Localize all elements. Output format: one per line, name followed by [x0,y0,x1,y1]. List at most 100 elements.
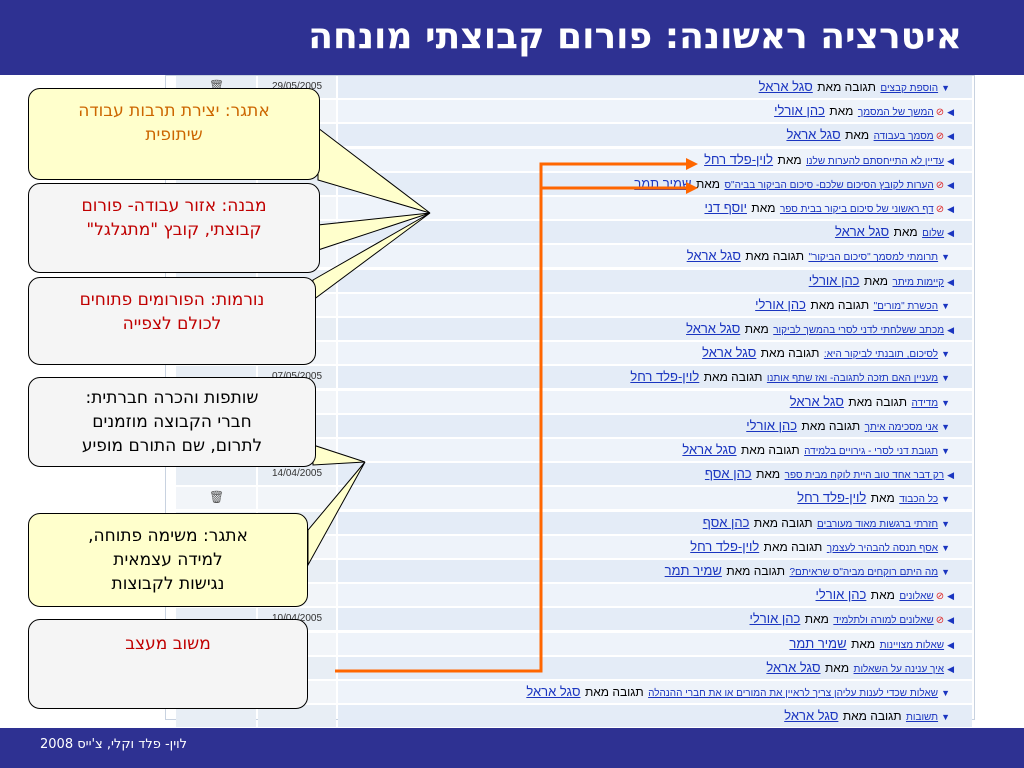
post-author-link[interactable]: סגל אראל [702,345,757,361]
post-author-link[interactable]: סגל אראל [766,659,821,675]
thread-arrow-icon[interactable]: ◀ [947,155,954,166]
post-author-link[interactable]: כהן אסף [702,514,750,530]
thread-arrow-icon[interactable]: ◀ [947,179,954,190]
post-subject-link[interactable]: אני מסכימה איתך [864,421,939,433]
post-author-link[interactable]: סגל אראל [526,684,581,699]
row-subject-cell: ▼הוספת קבצים תגובה מאת סגל אראל [338,76,972,99]
post-subject-link[interactable]: שלום [922,228,945,240]
forum-row[interactable]: 14/04/2005◀רק דבר אחד טוב היית לוקח מבית… [176,463,972,487]
post-subject-link[interactable]: מדידה [911,397,939,409]
post-author-link[interactable]: סגל אראל [784,708,839,724]
reply-arrow-icon[interactable]: ▼ [941,494,950,505]
thread-arrow-icon[interactable]: ◀ [947,663,954,674]
callout-line: לתרום, שם התורם מופיע [81,436,263,456]
post-author-link[interactable]: סגל אראל [686,248,741,264]
post-author-link[interactable]: כהן אורלי [746,417,798,433]
post-author-link[interactable]: לוין-פלד רחל [630,369,700,385]
thread-arrow-icon[interactable]: ◀ [947,228,954,239]
post-author-link[interactable]: סגל אראל [789,393,844,409]
reply-arrow-icon[interactable]: ▼ [941,421,950,432]
post-author-link[interactable]: שמיר תמר [664,563,722,578]
post-subject-link[interactable]: הוספת קבצים [880,83,939,94]
post-subject-link[interactable]: כל הכבוד [899,494,939,506]
post-author-link[interactable]: לוין-פלד רחל [690,538,760,554]
forum-row[interactable]: 10/04/2005◀⊘שאלונים למורה ולתלמיד מאת כה… [176,608,972,632]
thread-arrow-icon[interactable]: ◀ [947,470,954,481]
post-subject-link[interactable]: שאלונים למורה ולתלמיד [833,615,934,627]
row-subject-line: ◀⊘דף ראשוני של סיכום ביקור בבית ספר מאת … [704,199,954,217]
post-subject-link[interactable]: שאלות שכדי לענות עליהן צריך לראיין את המ… [648,688,939,699]
reply-arrow-icon[interactable]: ▼ [941,83,950,93]
reply-arrow-icon[interactable]: ▼ [941,542,950,553]
post-subject-link[interactable]: מעניין האם תזכה לתגובה- ואז שתף אותנו [766,373,939,385]
post-author-link[interactable]: שמיר תמר [789,635,847,651]
thread-arrow-icon[interactable]: ◀ [947,131,954,142]
post-subject-link[interactable]: עדיין לא התייחסתם להערות שלנו [806,155,945,167]
pointer-5 [307,461,366,567]
post-subject-link[interactable]: אסף תנסה להבהיר לעצמך [826,542,939,554]
thread-arrow-icon[interactable]: ◀ [947,615,954,626]
thread-arrow-icon[interactable]: ◀ [947,591,954,602]
post-subject-link[interactable]: דף ראשוני של סיכום ביקור בבית ספר [779,204,934,215]
post-author-link[interactable]: כהן אורלי [749,611,801,627]
post-author-link[interactable]: סגל אראל [834,224,890,240]
post-author-link[interactable]: כהן אורלי [774,103,825,119]
row-subject-line: ◀שלום מאת סגל אראל [835,223,954,241]
reply-arrow-icon[interactable]: ▼ [941,373,950,384]
post-subject-link[interactable]: מסמך בעבודה [873,131,934,143]
post-subject-link[interactable]: לסיכום, תובנתי לביקור היא: [823,349,939,361]
post-subject-link[interactable]: קיימות מיתר [892,276,945,288]
attachment-icon: ⊘ [935,615,945,627]
reply-arrow-icon[interactable]: ▼ [941,518,950,529]
thread-arrow-icon[interactable]: ◀ [947,276,954,287]
post-author-link[interactable]: לוין-פלד רחל [704,151,774,167]
post-subject-link[interactable]: חזרתי ברגשות מאוד מעורבים [817,518,939,530]
post-subject-link[interactable]: הכשרת "מורים" [873,300,939,312]
post-author-link[interactable]: יוסף דני [704,200,747,215]
post-subject-link[interactable]: תשובות [905,712,939,724]
post-author-link[interactable]: סגל אראל [758,79,813,94]
row-subject-line: ▼תרומתי למסמך "סיכום הביקור" תגובה מאת ס… [687,247,950,265]
post-subject-link[interactable]: שאלונים [899,591,934,603]
post-author-link[interactable]: כהן אסף [704,466,752,482]
post-author-link[interactable]: כהן אורלי [755,296,806,312]
reply-arrow-icon[interactable]: ▼ [941,252,950,263]
post-subject-link[interactable]: רק דבר אחד טוב היית לוקח מבית ספר [784,470,945,482]
post-author-link[interactable]: כהן אורלי [808,272,860,288]
post-author-link[interactable]: כהן אורלי [815,587,867,603]
post-subject-link[interactable]: הערות לקובץ הסיכום שלכם- סיכום הביקור בב… [724,179,934,191]
post-author-link[interactable]: סגל אראל [786,127,841,143]
thread-arrow-icon[interactable]: ◀ [947,204,954,214]
callout-line: מבנה: אזור עבודה- פורום [81,196,267,216]
thread-arrow-icon[interactable]: ◀ [947,325,954,335]
reply-arrow-icon[interactable]: ▼ [941,300,950,311]
post-subject-link[interactable]: איך ענינה על השאלות [853,663,945,675]
thread-arrow-icon[interactable]: ◀ [947,107,954,118]
thread-arrow-icon[interactable]: ◀ [947,639,954,650]
forum-row[interactable]: 🗑▼כל הכבוד מאת לוין-פלד רחל [176,487,972,511]
post-subject-link[interactable]: המשך של המסמך [857,107,934,119]
row-subject-line: ▼שאלות שכדי לענות עליהן צריך לראיין את ה… [526,683,950,701]
trash-icon[interactable]: 🗑 [209,490,225,505]
reply-arrow-icon[interactable]: ▼ [941,397,950,408]
row-subject-cell: ▼אסף תנסה להבהיר לעצמך תגובה מאת לוין-פל… [338,535,972,559]
reply-arrow-icon[interactable]: ▼ [941,688,950,698]
post-author-link[interactable]: לוין-פלד רחל [797,490,867,506]
reply-arrow-icon[interactable]: ▼ [941,349,950,360]
post-subject-link[interactable]: מה היתם רוקחים מביה"ס שראיתם? [789,567,939,578]
post-subject-link[interactable]: תגובת דני לסרי - גירויים בלמידה [804,446,939,457]
post-subject-link[interactable]: שאלות מצויינות [879,639,945,651]
post-subject-link[interactable]: תרומתי למסמך "סיכום הביקור" [808,252,939,264]
post-subject-link[interactable]: מכתב ששלחתי לדני לסרי בהמשך לביקור [773,325,945,336]
forum-row[interactable]: ▼תשובות תגובה מאת סגל אראל [176,705,972,729]
callout-line: אתגר: יצירת תרבות עבודה [78,101,270,121]
post-author-link[interactable]: סגל אראל [682,442,737,457]
reply-arrow-icon[interactable]: ▼ [941,712,950,723]
post-author-link[interactable]: סגל אראל [686,321,741,336]
row-subject-cell: ▼תגובת דני לסרי - גירויים בלמידה תגובה מ… [338,439,972,462]
reply-arrow-icon[interactable]: ▼ [941,446,950,456]
callout-line: קבוצתי, קובץ "מתגלגל" [86,220,262,240]
post-author-prefix: תגובה מאת [848,394,908,409]
reply-arrow-icon[interactable]: ▼ [941,567,950,577]
